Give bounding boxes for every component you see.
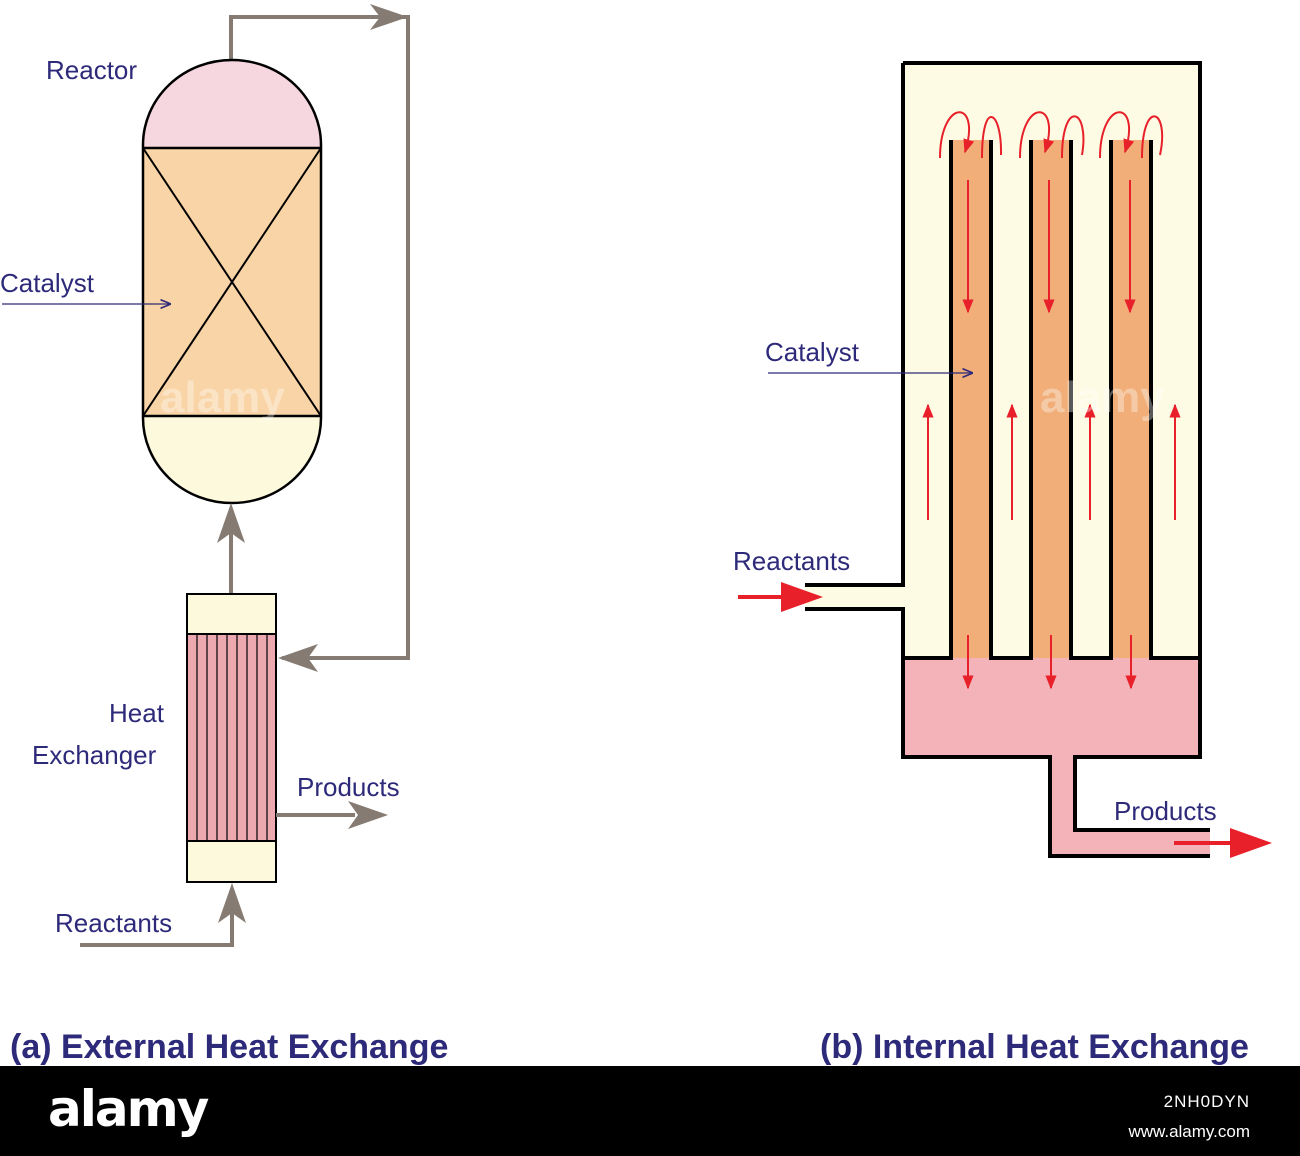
exchanger-bottom-header [186, 840, 277, 883]
exchanger-tube-bundle [186, 633, 277, 842]
reactor-outline [141, 58, 323, 505]
heat-exchanger-label-line2: Exchanger [32, 740, 157, 770]
reactor-vessel [141, 58, 323, 505]
caption-external: (a) External Heat Exchange [10, 1028, 448, 1066]
feed-up-arrow-icon [217, 503, 245, 543]
internal-heat-exchange-diagram: Catalyst Reactants Products (b) Internal… [733, 61, 1272, 1066]
footer-site-url: www.alamy.com [1128, 1122, 1250, 1141]
catalyst-label-internal: Catalyst [765, 337, 860, 367]
footer-image-id: 2NH0DYN [1163, 1092, 1250, 1111]
heat-exchanger [186, 593, 277, 883]
reactants-label: Reactants [55, 908, 172, 938]
products-flow-arrow-icon [1230, 828, 1272, 858]
catalyst-label: Catalyst [0, 268, 95, 298]
products-arrow-icon [348, 801, 388, 829]
vessel-outline [805, 61, 1210, 858]
reactor-bottom-dome [143, 416, 321, 503]
watermark-right: alamy [1040, 373, 1165, 422]
recycle-return-arrow-icon [278, 644, 318, 672]
catalyst-tube [951, 140, 991, 658]
tube-down-arrows [962, 180, 1137, 690]
reactants-flow-arrow-icon [781, 582, 823, 612]
external-heat-exchange-diagram: Reactor Catalyst Heat Exchanger [0, 4, 448, 1066]
heat-exchanger-label-line1: Heat [109, 698, 165, 728]
exchanger-top-header [186, 593, 277, 635]
products-label-internal: Products [1114, 796, 1217, 826]
reactants-label-internal: Reactants [733, 546, 850, 576]
watermark-left: alamy [160, 373, 285, 422]
top-flow-loops [939, 111, 1164, 159]
product-plenum [903, 658, 1210, 856]
footer-bar: alamy 2NH0DYN www.alamy.com [0, 1066, 1300, 1156]
catalyst-tube [1031, 140, 1071, 658]
catalyst-cross-line [142, 147, 322, 417]
products-label: Products [297, 772, 400, 802]
recycle-top-arrow-icon [370, 4, 408, 30]
reactants-pipe [80, 912, 234, 947]
reactor-top-dome [143, 60, 321, 148]
caption-internal: (b) Internal Heat Exchange [820, 1028, 1249, 1066]
tube-walls [903, 140, 1200, 660]
reactor-label: Reactor [46, 55, 137, 85]
shell-up-arrows [922, 403, 1181, 520]
reactor-diagram: Reactor Catalyst Heat Exchanger [0, 4, 1272, 1066]
reactants-up-arrow-icon [218, 883, 246, 923]
footer-brand-logo: alamy [48, 1080, 209, 1138]
